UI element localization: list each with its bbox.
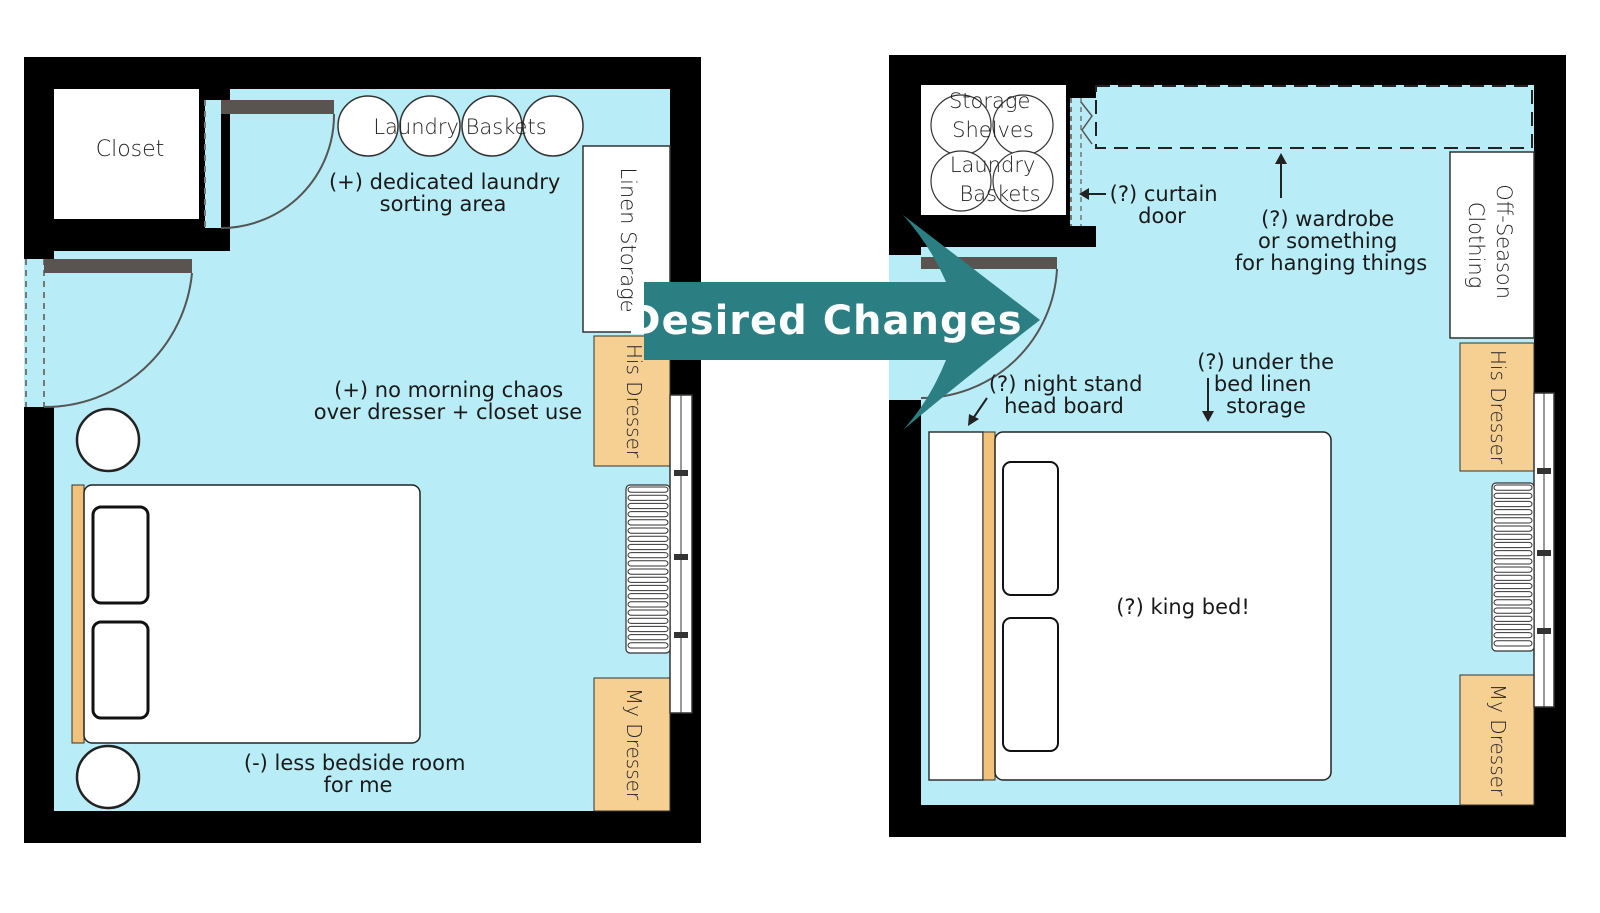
radiator-fin [1493,599,1533,606]
radiator-fin [627,593,669,600]
laundry-baskets: Laundry Baskets [337,95,584,157]
entry-door [44,259,192,273]
radiator-fin [1493,615,1533,622]
pillow [91,505,150,605]
radiator-fin [627,568,669,575]
radiator-fin [627,511,669,518]
off-season-storage [1449,151,1535,339]
before-room: Closet Laundry Baskets Linen Storage His… [24,57,701,843]
closet [54,89,199,219]
banner-label: Desired Changes [627,298,1022,344]
radiator-fin [627,494,669,501]
nightstand-arrow [971,397,988,421]
entry-door-swing [43,272,193,409]
radiator-fin [1493,509,1533,516]
radiator-fin [627,519,669,526]
desired-changes-banner: Desired Changes [627,215,1040,430]
radiator-fin [1493,582,1533,590]
radiator-fin [1493,500,1533,508]
closet-door-swing [220,113,336,229]
closet-doorway [205,100,221,228]
radiator-fin [1493,591,1533,598]
pillow [91,620,150,720]
radiator-fin [1493,517,1533,524]
nightstand-note: (?) night stand head board [989,372,1149,418]
nightstand-headboard-unit [928,431,984,781]
radiator-fin [1493,566,1533,573]
radiator-fin [627,617,669,624]
curtain-fold [1080,101,1093,145]
radiator-fin [627,584,669,592]
nightstand-bottom [75,744,141,810]
my-dresser [593,677,671,812]
radiator-fin [1493,574,1533,581]
after-radiator [1491,482,1535,652]
radiator-fin [627,609,669,616]
radiator-fin [1493,632,1533,639]
curtain-doorway [1070,98,1096,226]
pillow [1002,461,1059,596]
radiator-fin [627,560,669,567]
nightstand-top [75,407,141,473]
bed-headboard [71,484,85,744]
radiator-fin [1493,492,1533,499]
radiator-fin [627,543,669,551]
his-dresser-label: His Dresser [622,344,646,459]
radiator-fin [1493,558,1533,565]
radiator-fin [627,601,669,608]
radiator-fin [627,535,669,542]
radiator-fin [1493,484,1533,491]
banner-arrow [644,215,1040,430]
after-entry-door-swing [920,268,1058,400]
queen-bed [83,484,421,744]
closet-door [221,100,334,114]
off-season-label: Off-Season Clothing [1464,184,1516,305]
storage-shelves-label: Storage Shelves [949,89,1037,142]
morning-note: (+) no morning chaos over dresser + clos… [314,378,582,424]
after-headboard [982,431,996,781]
linen-storage-label: Linen Storage [616,167,640,312]
radiator-fin [627,625,669,633]
radiator-fin [627,552,669,559]
after-my-dresser-label: My Dresser [1486,684,1510,797]
radiator-fin [1493,640,1533,647]
radiator-fin [627,576,669,583]
radiator [625,484,671,654]
king-bed-label: (?) king bed! [1116,595,1250,619]
radiator-fin [1493,533,1533,540]
closet-label: Closet [96,137,165,162]
radiator-fin [627,642,669,649]
after-room: Storage Shelves Laundry Baskets Off-Seas… [889,55,1566,837]
radiator-fin [627,502,669,510]
radiator-fin [1493,541,1533,549]
bedside-note: (-) less bedside room for me [244,751,472,797]
laundry-note: (+) dedicated laundry sorting area [329,170,567,216]
wardrobe-outline [1095,85,1533,149]
radiator-fin [627,527,669,534]
after-window [1533,392,1555,708]
after-laundry-baskets-label: Laundry Baskets [950,153,1042,206]
window [669,394,693,714]
radiator-fin [1493,525,1533,532]
pillow [1002,617,1059,752]
after-his-dresser-label: His Dresser [1486,350,1510,465]
curtain-note: (?) curtain door [1110,182,1225,228]
entry-doorway [24,259,54,407]
radiator-fin [1493,623,1533,631]
after-my-dresser [1459,674,1535,806]
my-dresser-label: My Dresser [622,688,646,801]
radiator-fin [627,486,669,493]
laundry-baskets-label: Laundry Baskets [373,115,546,139]
wardrobe-note: (?) wardrobe or something for hanging th… [1235,207,1427,275]
radiator-fin [1493,550,1533,557]
radiator-fin [627,634,669,641]
under-bed-note: (?) under the bed linen storage [1197,350,1341,418]
king-bed [994,431,1332,781]
radiator-fin [1493,607,1533,614]
